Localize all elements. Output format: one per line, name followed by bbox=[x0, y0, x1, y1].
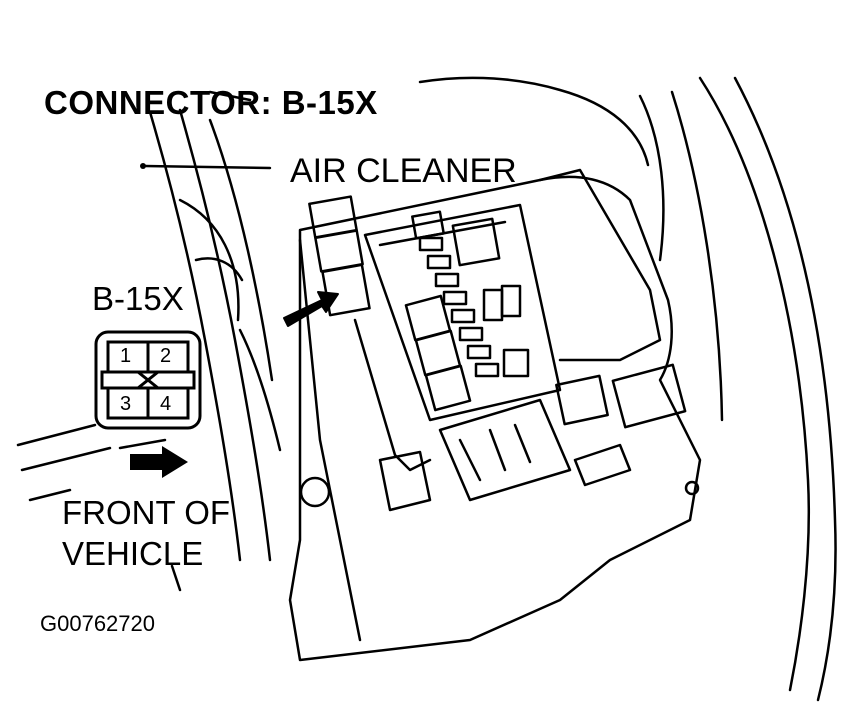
fuse-slot bbox=[411, 210, 445, 240]
bracket bbox=[458, 423, 532, 482]
mounting-bolt bbox=[684, 480, 700, 496]
title-leader bbox=[208, 90, 252, 102]
fuse-slot bbox=[500, 284, 522, 318]
connector-face bbox=[94, 330, 202, 430]
leader-dot bbox=[140, 163, 146, 169]
fuse-slot bbox=[442, 290, 468, 306]
fuse-slot bbox=[502, 348, 530, 378]
hose-line bbox=[238, 328, 282, 452]
bracket bbox=[378, 450, 432, 512]
relay-box-inner bbox=[538, 168, 662, 362]
air-cleaner-leader bbox=[143, 164, 272, 170]
motion-line bbox=[16, 423, 97, 447]
connector-name-label: B-15X bbox=[92, 280, 184, 317]
connector-pin-3: 3 bbox=[120, 393, 132, 415]
motion-line bbox=[118, 438, 167, 450]
bracket bbox=[438, 398, 572, 502]
hose-line bbox=[178, 198, 240, 322]
connector-housing bbox=[353, 318, 432, 472]
air-cleaner-label: AIR CLEANER bbox=[290, 152, 517, 190]
relay-box-inner bbox=[363, 203, 562, 422]
body-contour-line bbox=[670, 90, 724, 422]
motion-line bbox=[28, 488, 72, 502]
fuse-slot bbox=[434, 272, 460, 288]
fuse-slot bbox=[426, 254, 452, 270]
body-contour-line bbox=[418, 76, 650, 167]
fuse-slot bbox=[451, 217, 501, 267]
fuse-slot bbox=[466, 344, 492, 360]
figure-code: G00762720 bbox=[40, 611, 155, 636]
motion-line bbox=[20, 446, 112, 472]
fuse-slot bbox=[482, 288, 504, 322]
front-of-vehicle-label-line1: FRONT OF bbox=[62, 494, 231, 531]
connector-pin-4: 4 bbox=[160, 393, 172, 415]
fuse-slot bbox=[450, 308, 476, 324]
fuse-slot bbox=[458, 326, 484, 342]
body-contour-line bbox=[698, 76, 811, 692]
relay-box-housing bbox=[288, 175, 702, 662]
vehicle-leader bbox=[170, 564, 182, 592]
hose-line bbox=[178, 108, 272, 562]
relay bbox=[555, 374, 609, 426]
relay bbox=[611, 363, 687, 429]
connector-pointer-arrow bbox=[283, 291, 339, 327]
hose-line bbox=[208, 118, 274, 382]
bracket bbox=[573, 443, 632, 487]
connector-pin-2: 2 bbox=[160, 345, 172, 367]
front-of-vehicle-label-line2: VEHICLE bbox=[62, 535, 204, 572]
fuse-slot bbox=[418, 236, 444, 252]
connector-pin-1: 1 bbox=[120, 345, 132, 367]
diagram-title: CONNECTOR: B-15X bbox=[44, 84, 378, 121]
body-contour-line bbox=[638, 94, 665, 262]
hose-line bbox=[194, 257, 244, 282]
body-contour-line bbox=[733, 76, 837, 702]
mounting-bolt bbox=[299, 476, 331, 508]
fuse-slot bbox=[474, 362, 500, 378]
relay bbox=[424, 364, 472, 412]
hose-line bbox=[148, 110, 242, 562]
front-direction-arrow bbox=[130, 446, 188, 478]
